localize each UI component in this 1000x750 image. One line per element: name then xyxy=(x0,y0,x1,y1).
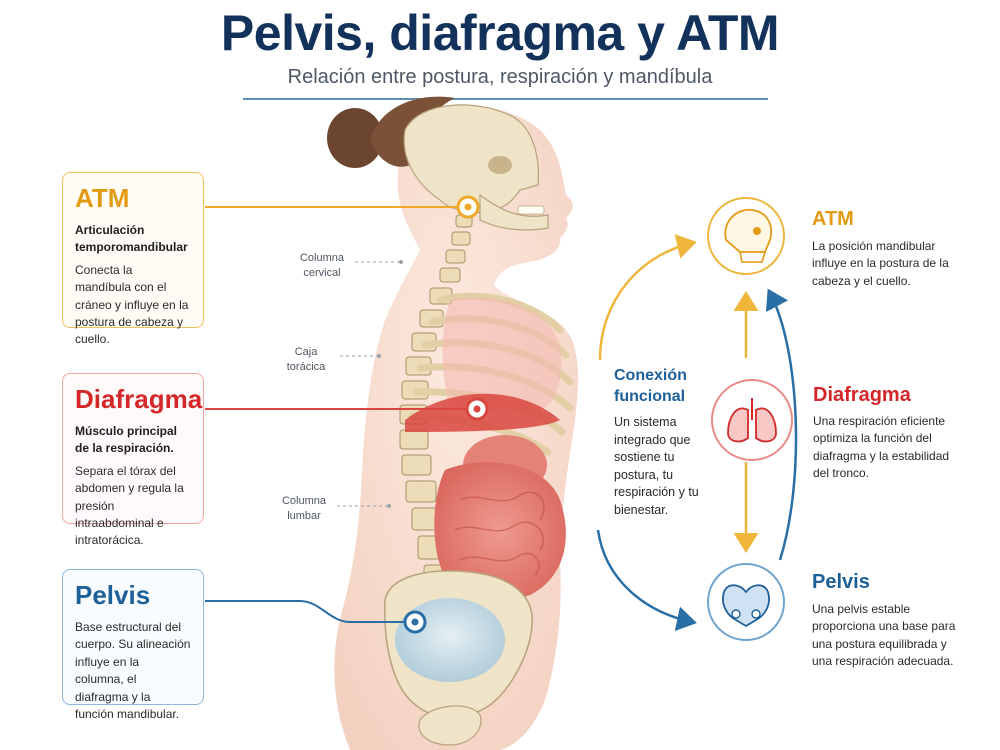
right-diafragma-text: Una respiración eficiente optimiza la fu… xyxy=(813,414,950,481)
femur-head xyxy=(418,705,482,746)
diafragma-card-text: Separa el tórax del abdomen y regula la … xyxy=(75,463,184,548)
hair-bun xyxy=(327,108,383,168)
diafragma-card-title: Diafragma xyxy=(75,384,203,414)
connection-text: Un sistema integrado que sostiene tu pos… xyxy=(614,415,699,517)
right-atm-text: La posición mandibular influye en la pos… xyxy=(812,239,949,288)
diafragma-card-subtitle: Músculo principal de la respiración. xyxy=(75,424,178,456)
lung xyxy=(442,297,562,410)
diafragma-card: Diafragma Músculo principal de la respir… xyxy=(62,373,204,547)
label-columna-lumbar: Columna lumbar xyxy=(281,495,327,522)
arrow-left-down xyxy=(596,529,697,632)
connection-title: Conexión funcional xyxy=(614,367,687,405)
arrow-left-up xyxy=(598,234,697,361)
atm-card: ATM Articulación temporomandibular Conec… xyxy=(62,172,204,346)
label-caja-toracica: Caja torácica xyxy=(286,346,326,373)
lungs-icon xyxy=(711,379,793,461)
label-columna-cervical: Columna cervical xyxy=(299,252,345,279)
bladder xyxy=(395,598,505,682)
teeth xyxy=(517,205,545,215)
right-atm-title: ATM xyxy=(812,208,854,230)
page-title: Pelvis, diafragma y ATM xyxy=(220,5,780,61)
skull-icon xyxy=(707,197,785,275)
pelvis-card: Pelvis Base estructural del cuerpo. Su a… xyxy=(62,569,204,721)
right-pelvis-title: Pelvis xyxy=(812,571,870,593)
pelvis-callout-line xyxy=(205,600,405,623)
pelvis-card-title: Pelvis xyxy=(75,580,151,610)
right-pelvis-text: Una pelvis estable proporciona una base … xyxy=(812,602,956,669)
page-subtitle: Relación entre postura, respiración y ma… xyxy=(287,66,713,88)
skull xyxy=(403,104,539,214)
right-diafragma-title: Diafragma xyxy=(813,384,911,406)
pelvis-icon xyxy=(707,563,785,641)
atm-card-text: Conecta la mandíbula con el cráneo y inf… xyxy=(75,262,189,347)
pelvis-card-text: Base estructural del cuerpo. Su alineaci… xyxy=(75,620,191,721)
arrow-pelvis-to-atm xyxy=(765,288,798,561)
mandible xyxy=(479,193,549,231)
atm-card-subtitle: Articulación temporomandibular xyxy=(75,223,188,255)
eye-socket xyxy=(488,156,512,174)
atm-card-title: ATM xyxy=(75,183,130,213)
title-divider xyxy=(243,98,768,100)
